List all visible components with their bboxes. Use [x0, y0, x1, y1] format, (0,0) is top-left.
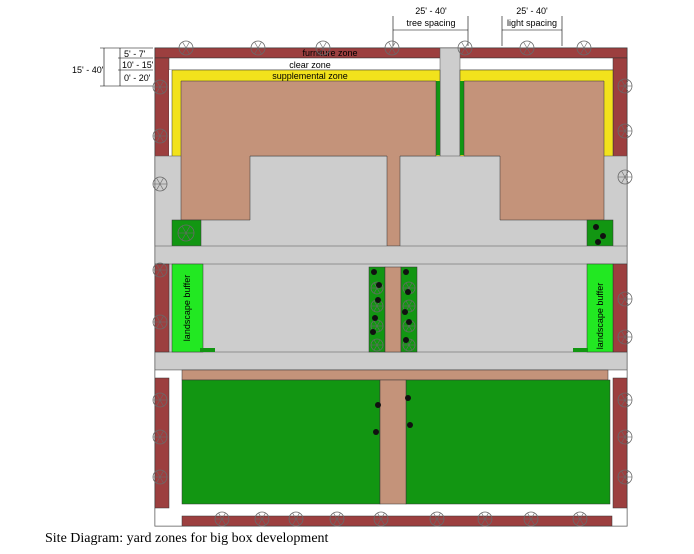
- total-depth-label: 15' - 40': [72, 65, 104, 75]
- tree-icon: [254, 511, 270, 527]
- lawn-lower-right: [405, 379, 611, 505]
- landscape-buffer-left-label: landscape buffer: [182, 275, 192, 341]
- shrub-icon: [593, 224, 599, 230]
- shrub-icon: [371, 269, 377, 275]
- furniture-zone-bottom: [181, 515, 613, 527]
- tree-icon: [177, 224, 195, 242]
- tree-icon: [152, 429, 168, 445]
- shrub-icon: [600, 233, 606, 239]
- tree-icon: [152, 79, 168, 95]
- tree-spacing-value: 25' - 40': [415, 6, 447, 16]
- green-strip-right: [460, 81, 464, 155]
- tree-icon: [576, 40, 592, 56]
- tree-icon: [373, 511, 389, 527]
- street-trees: [152, 40, 633, 527]
- shrub-icon: [372, 315, 378, 321]
- shrub-icon: [373, 429, 379, 435]
- shrub-icon: [375, 297, 381, 303]
- tree-icon: [288, 511, 304, 527]
- tree-icon: [617, 429, 633, 445]
- shrub-icon: [405, 289, 411, 295]
- shrub-icon: [405, 395, 411, 401]
- buffer-notch-left: [200, 348, 215, 352]
- shrub-icon: [376, 282, 382, 288]
- tree-icon: [523, 511, 539, 527]
- tree-spacing-dimension: 25' - 40' tree spacing: [392, 6, 469, 46]
- landscape-buffer-left: [171, 263, 204, 353]
- tree-icon: [617, 469, 633, 485]
- tree-icon: [384, 40, 400, 56]
- tree-icon: [457, 40, 473, 56]
- tree-icon: [152, 392, 168, 408]
- tree-icon: [617, 78, 633, 94]
- tree-icon: [402, 338, 416, 352]
- landscape-buffer-right: [586, 263, 614, 353]
- tree-icon: [370, 338, 384, 352]
- furniture-zone-mid-left: [154, 263, 170, 353]
- tree-icon: [429, 511, 445, 527]
- furniture-depth-label: 5' - 7': [124, 49, 146, 59]
- tree-icon: [572, 511, 588, 527]
- shrub-icon: [370, 329, 376, 335]
- light-spacing-value: 25' - 40': [516, 6, 548, 16]
- buffer-notch-right: [573, 348, 588, 352]
- tree-icon: [519, 40, 535, 56]
- shrub-icon: [403, 269, 409, 275]
- building-right: [463, 80, 605, 221]
- tree-icon: [617, 329, 633, 345]
- light-spacing-label: light spacing: [507, 18, 557, 28]
- clear-zone-strip: [154, 57, 628, 71]
- tree-icon: [250, 40, 266, 56]
- green-strip-left: [436, 81, 440, 155]
- furniture-zone-lower-left: [154, 377, 170, 509]
- lower-path-top: [181, 369, 609, 381]
- tree-icon: [477, 511, 493, 527]
- tree-icon: [617, 392, 633, 408]
- tree-icon: [214, 511, 230, 527]
- shrub-icon: [402, 309, 408, 315]
- tree-icon: [152, 128, 168, 144]
- furniture-zone-lower-right: [612, 377, 628, 509]
- shrub-icon: [375, 402, 381, 408]
- clear-zone-label: clear zone: [289, 60, 331, 70]
- tree-icon: [617, 123, 633, 139]
- lawn-lower-left: [181, 379, 381, 505]
- tree-icon: [329, 511, 345, 527]
- tree-spacing-label: tree spacing: [406, 18, 455, 28]
- diagram-caption: Site Diagram: yard zones for big box dev…: [45, 531, 329, 546]
- tree-icon: [617, 169, 633, 185]
- landscape-buffer-right-label: landscape buffer: [595, 283, 605, 349]
- supplemental-zone-label: supplemental zone: [272, 71, 348, 81]
- shrub-icon: [406, 319, 412, 325]
- shrub-icon: [407, 422, 413, 428]
- tree-icon: [152, 262, 168, 278]
- tree-icon: [402, 299, 416, 313]
- tree-icon: [152, 469, 168, 485]
- lower-path-vertical: [379, 379, 407, 505]
- tree-icon: [152, 314, 168, 330]
- tree-icon: [152, 176, 168, 192]
- drive-aisle-lower: [154, 351, 628, 371]
- clear-depth-label: 10' - 15': [122, 60, 154, 70]
- tree-icon: [178, 40, 194, 56]
- drive-aisle-upper: [154, 245, 628, 265]
- tree-icon: [370, 319, 384, 333]
- light-spacing-dimension: 25' - 40' light spacing: [501, 6, 563, 46]
- shrub-icon: [403, 337, 409, 343]
- median-walkway: [384, 266, 402, 353]
- yard-depth-dimension: 15' - 40' 5' - 7' 10' - 15' 0' - 20': [72, 47, 154, 87]
- shrub-icon: [595, 239, 601, 245]
- tree-icon: [617, 291, 633, 307]
- supplemental-depth-label: 0' - 20': [124, 73, 151, 83]
- furniture-zone-label: furniture zone: [302, 48, 357, 58]
- tree-icon: [315, 40, 331, 56]
- furniture-zone-mid-right: [612, 263, 628, 353]
